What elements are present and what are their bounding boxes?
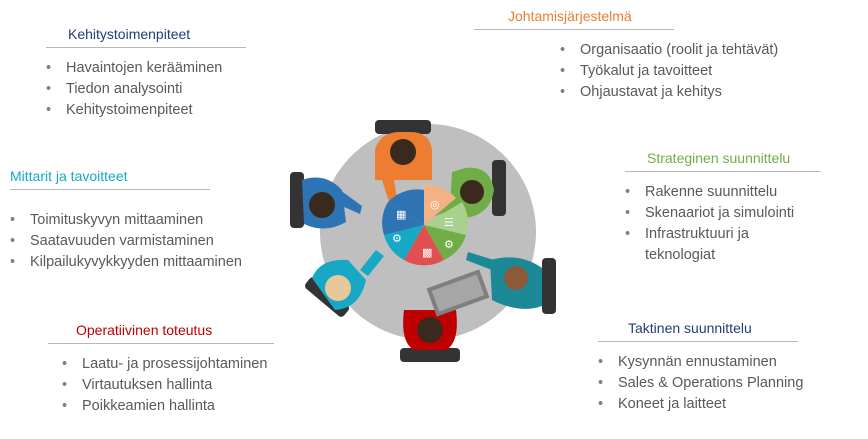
section-strateginen: Strateginen suunnittelu Rakenne suunnitt…	[625, 150, 821, 266]
list-item: Rakenne suunnittelu	[625, 182, 815, 203]
section-list: Laatu- ja prosessijohtaminen Virtautukse…	[62, 354, 274, 417]
list-item: Kehitystoimenpiteet	[46, 100, 246, 121]
divider	[46, 47, 246, 48]
checklist-icon: ☰	[444, 216, 454, 229]
section-title: Kehitystoimenpiteet	[68, 26, 191, 42]
list-item: Saatavuuden varmistaminen	[10, 231, 214, 252]
target-icon: ◎	[430, 198, 440, 211]
section-list: Organisaatio (roolit ja tehtävät) Työkal…	[560, 40, 778, 103]
person-blue	[290, 172, 362, 229]
laptop	[426, 269, 490, 317]
chart-icon: ▩	[422, 246, 432, 259]
list-item: Havaintojen kerääminen	[46, 58, 246, 79]
section-title: Mittarit ja tavoitteet	[10, 168, 128, 184]
divider	[598, 341, 798, 342]
list-item: Tiedon analysointi	[46, 79, 246, 100]
section-list: Rakenne suunnittelu Skenaariot ja simulo…	[625, 182, 815, 266]
gear-icon: ⚙	[392, 232, 402, 245]
list-item: Ohjaustavat ja kehitys	[560, 82, 722, 103]
section-title: Strateginen suunnittelu	[647, 150, 791, 166]
round-table-illustration: ▦ ◎ ☰ ⚙ ▩ ⚙	[290, 120, 556, 362]
list-item: Kysynnän ennustaminen	[598, 352, 798, 373]
puzzle-center: ▦ ◎ ☰ ⚙ ▩ ⚙	[382, 184, 468, 266]
list-item: Laatu- ja prosessijohtaminen	[62, 354, 274, 375]
section-johtamisjarjestelma: Johtamisjärjestelmä Organisaatio (roolit…	[474, 8, 778, 103]
person-teal	[304, 250, 384, 317]
person-red	[400, 310, 460, 362]
section-title: Taktinen suunnittelu	[628, 320, 752, 336]
person-orange	[375, 120, 432, 205]
section-title: Operatiivinen toteutus	[76, 322, 213, 338]
section-list: Kysynnän ennustaminen Sales & Operations…	[598, 352, 803, 415]
section-title: Johtamisjärjestelmä	[508, 8, 632, 24]
list-item: Koneet ja laitteet	[598, 394, 798, 415]
person-darkteal	[466, 252, 556, 314]
section-taktinen: Taktinen suunnittelu Kysynnän ennustamin…	[598, 320, 803, 415]
section-operatiivinen: Operatiivinen toteutus Laatu- ja prosess…	[48, 322, 274, 417]
section-kehitystoimenpiteet: Kehitystoimenpiteet Havaintojen keräämin…	[46, 26, 246, 121]
list-item: Skenaariot ja simulointi	[625, 203, 815, 224]
divider	[10, 189, 210, 190]
divider	[48, 343, 274, 344]
gears-icon: ⚙	[444, 238, 454, 251]
list-item: Työkalut ja tavoitteet	[560, 61, 712, 82]
list-item: Toimituskyvyn mittaaminen	[10, 210, 210, 231]
divider	[474, 29, 674, 30]
list-item: Infrastruktuuri ja teknologiat	[625, 224, 785, 266]
section-list: Toimituskyvyn mittaaminen Saatavuuden va…	[10, 210, 242, 273]
divider	[625, 171, 821, 172]
list-item: Organisaatio (roolit ja tehtävät)	[560, 40, 778, 61]
list-item: Virtautuksen hallinta	[62, 375, 274, 396]
document-icon: ▦	[396, 208, 406, 221]
section-mittarit: Mittarit ja tavoitteet Toimituskyvyn mit…	[10, 168, 242, 273]
list-item: Kilpailukyvykkyyden mittaaminen	[10, 252, 242, 273]
list-item: Sales & Operations Planning	[598, 373, 803, 394]
section-list: Havaintojen kerääminen Tiedon analysoint…	[46, 58, 246, 121]
list-item: Poikkeamien hallinta	[62, 396, 274, 417]
